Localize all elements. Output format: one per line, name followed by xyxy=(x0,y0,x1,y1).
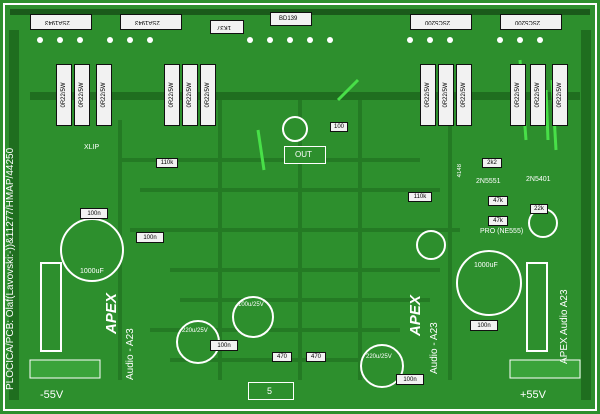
emitter-resistor: 0R22/5W xyxy=(456,64,472,126)
model-text-left: Audio - A23 xyxy=(125,328,136,380)
emitter-resistor: 0R22/5W xyxy=(530,64,546,126)
transistor-q4: 2SC5200 xyxy=(500,14,562,30)
emitter-resistor: 0R22/5W xyxy=(56,64,72,126)
resistor-110k: 110k xyxy=(156,158,178,168)
resistor-47k: 47k xyxy=(488,216,508,226)
resistor-100n: 100n xyxy=(396,374,424,385)
emitter-resistor: 0R22/5W xyxy=(552,64,568,126)
resistor-100: 100 xyxy=(330,122,348,132)
model-text-right: APEX Audio A23 xyxy=(559,289,570,364)
transistor-label: 2SC5200 xyxy=(515,19,541,25)
out-terminal: OUT xyxy=(284,146,326,164)
capacitor-small xyxy=(416,230,446,260)
emitter-resistor: 0R22/5W xyxy=(438,64,454,126)
transistor-q2: 2SA1943 xyxy=(120,14,182,30)
resistor-100n: 100n xyxy=(80,208,108,219)
driver-bd139: BD139 xyxy=(270,12,312,26)
resistor-100n: 100n xyxy=(470,320,498,331)
emitter-resistor: 0R22/5W xyxy=(420,64,436,126)
capacitor-1000uf-right: 1000uF xyxy=(456,250,522,316)
driver-label: 1K37 xyxy=(217,24,232,30)
resistor-470: 470 xyxy=(272,352,292,362)
cap-label: 100u/25V xyxy=(238,302,264,308)
transistor-label: 2SA1943 xyxy=(45,19,70,25)
transistor-label: 2SA1943 xyxy=(135,19,160,25)
transistor-q3: 2SC5200 xyxy=(410,14,472,30)
ground-label: 5 xyxy=(267,386,273,396)
driver-label: BD139 xyxy=(279,16,298,22)
resistor-47k: 47k xyxy=(488,196,508,206)
transistor-q1: 2SA1943 xyxy=(30,14,92,30)
driver-1k37: 1K37 xyxy=(210,20,244,34)
emitter-resistor: 0R22/5W xyxy=(200,64,216,126)
emitter-resistor: 0R22/5W xyxy=(182,64,198,126)
pro-ne555-label: PRO (NE555) xyxy=(480,228,524,235)
emitter-resistor: 0R22/5W xyxy=(510,64,526,126)
fuse-holder-right xyxy=(526,262,548,352)
resistor-470: 470 xyxy=(306,352,326,362)
cap-label: 1000uF xyxy=(80,268,104,275)
resistor-100n: 100n xyxy=(136,232,164,243)
resistor-2k2: 2k2 xyxy=(482,158,502,168)
cap-label: 220u/25V xyxy=(182,328,208,334)
emitter-resistor: 0R22/5W xyxy=(74,64,90,126)
transistor-2n5551-label: 2N5551 xyxy=(476,178,501,185)
capacitor-1000uf-left: 1000uF xyxy=(60,218,124,282)
emitter-resistor: 0R22/5W xyxy=(96,64,112,126)
apex-logo-center: APEX xyxy=(407,295,424,336)
cap-label: 1000uF xyxy=(474,262,498,269)
ground-terminal: 5 xyxy=(248,382,294,400)
voltage-positive: +55V xyxy=(520,389,546,401)
fuse-holder-left xyxy=(40,262,62,352)
transistor-2n5401-label: 2N5401 xyxy=(526,176,551,183)
out-label: OUT xyxy=(295,150,312,159)
resistor-100n: 100n xyxy=(210,340,238,351)
cap-label: 220u/25V xyxy=(366,354,392,360)
diode-4148-label: 4148 xyxy=(457,164,463,178)
voltage-negative: -55V xyxy=(40,389,64,401)
xlip-label: XLIP xyxy=(84,144,100,151)
apex-logo-left: APEX xyxy=(103,293,120,334)
capacitor-100uf: 100u/25V xyxy=(232,296,274,338)
emitter-resistor: 0R22/5W xyxy=(164,64,180,126)
resistor-110k: 110k xyxy=(408,192,432,202)
transistor-label: 2SC5200 xyxy=(425,19,451,25)
pcb-credit-text: PLOCICA/PCB: Olaf(Lavovski:-))&11277/HMA… xyxy=(5,147,16,390)
model-text-center: Audio - A23 xyxy=(429,322,440,374)
capacitor-small xyxy=(282,116,308,142)
resistor-22k: 22k xyxy=(530,204,548,214)
